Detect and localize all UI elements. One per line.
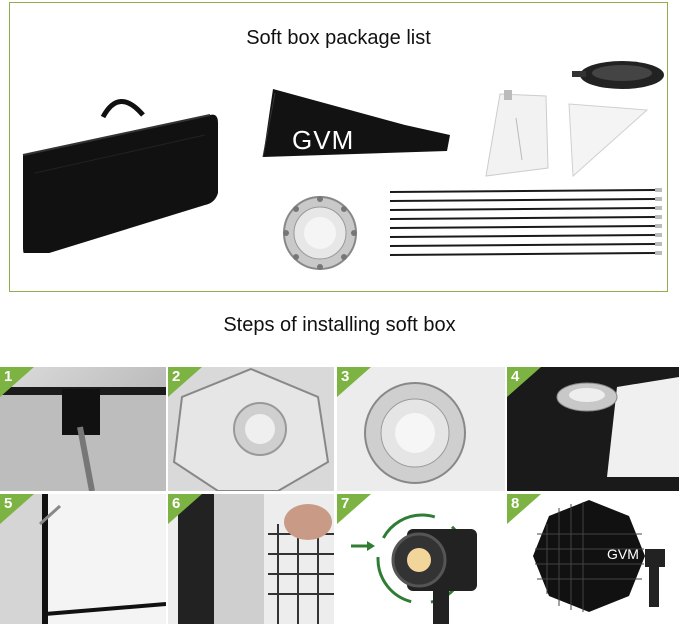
steps-title: Steps of installing soft box [223,314,456,336]
step-5-number: 5 [4,495,13,512]
step-6-number: 6 [172,495,181,512]
step-1-number: 1 [4,368,13,385]
step-6-tile: 6 [168,494,334,624]
step-4-number: 4 [511,368,520,385]
steps-grid: 1 2 3 4 5 [0,367,679,624]
step-5-tile: 5 [0,494,166,624]
step-7-number: 7 [341,495,350,512]
carry-bag-image [22,99,218,253]
step-4-tile: 4 [507,367,679,491]
step-3-number: 3 [341,368,350,385]
step-2-tile: 2 [168,367,334,491]
step-1-tile: 1 [0,367,166,491]
softbox-fabric-image [262,89,450,158]
step-8-tile: GVM 8 [507,494,679,624]
package-list-title: Soft box package list [246,27,431,49]
support-rods-image [389,188,662,256]
step-2-number: 2 [172,368,181,385]
diffuser-outer-image [568,103,649,178]
step-8-number: 8 [511,495,520,512]
speedring-image [283,196,357,270]
step-8-gvm-logo: GVM [607,546,639,562]
grid-image [572,61,664,89]
diffuser-inner-image [485,90,549,177]
step-7-tile: 7 [337,494,505,624]
gvm-logo: GVM [292,125,355,155]
step-3-tile: 3 [337,367,505,491]
package-list-panel: Soft box package list GVM [9,2,668,292]
